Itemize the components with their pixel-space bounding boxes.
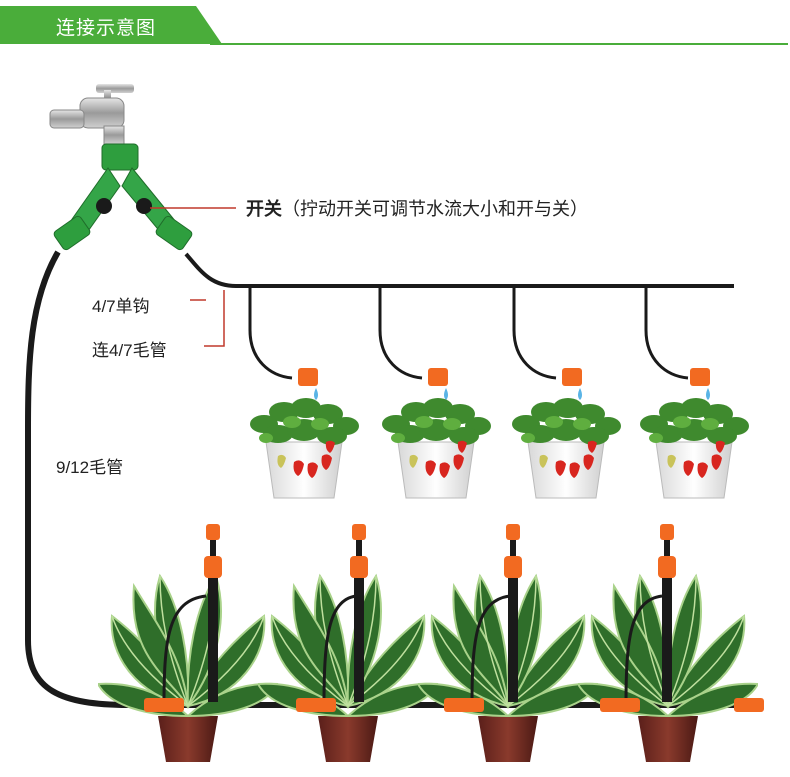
upper-capillary: [184, 252, 734, 288]
ground-potted-plants: [98, 575, 758, 763]
hook-label: 4/7单钩: [92, 297, 150, 316]
page-title: 连接示意图: [56, 18, 157, 39]
switch-note: （拧动开关可调节水流大小和开与关）: [282, 199, 588, 219]
switch-title: 开关: [246, 199, 282, 219]
header-divider: [210, 43, 788, 45]
title-banner: [0, 6, 222, 44]
main-tube-label: 9/12毛管: [56, 458, 124, 477]
main-tube: [25, 250, 760, 708]
faucet-icon: [49, 84, 134, 145]
hanging-branches: [248, 286, 689, 380]
tee-connectors: [144, 698, 764, 712]
y-splitter-icon: [53, 143, 193, 251]
hanging-strawberry-pots: [249, 397, 750, 499]
capillary-label: 连4/7毛管: [92, 341, 167, 360]
leader-lines: [150, 207, 236, 347]
hanging-drippers: [298, 368, 710, 400]
stake-drippers: [162, 524, 676, 706]
switch-label: 开关（拧动开关可调节水流大小和开与关）: [246, 195, 588, 221]
